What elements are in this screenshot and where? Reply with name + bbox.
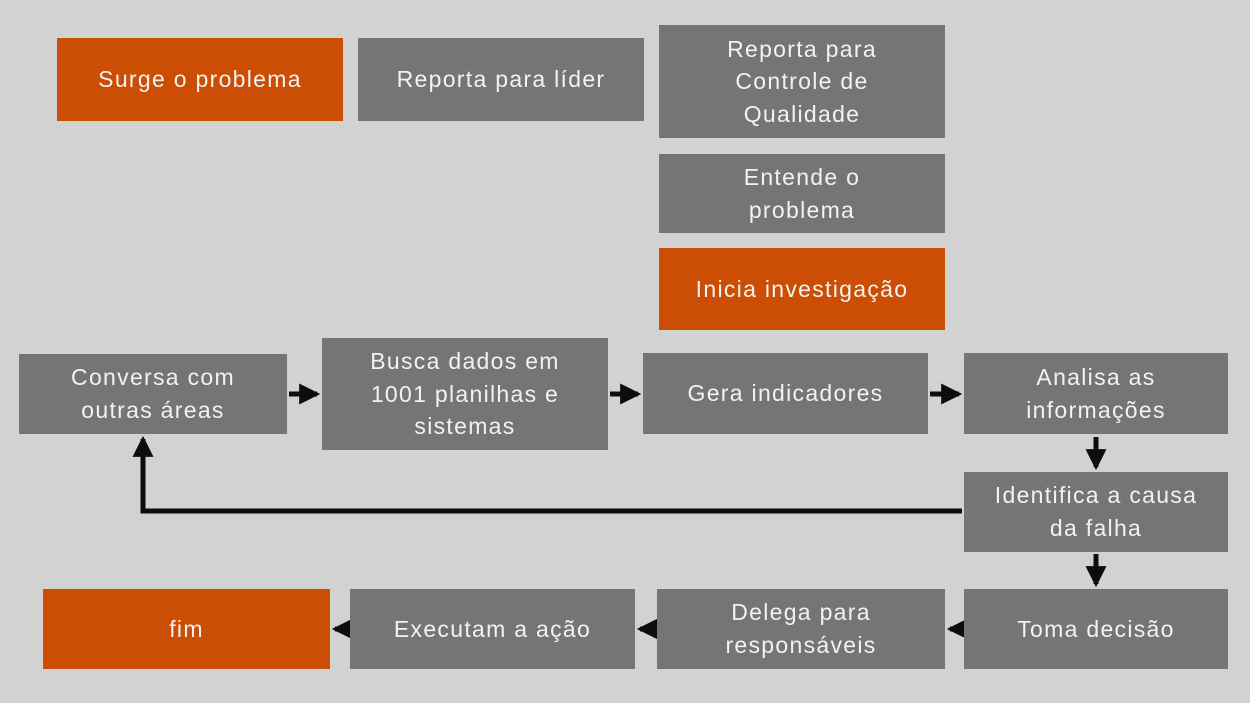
flow-node-surge-problema: Surge o problema — [57, 38, 343, 121]
flow-node-reporta-lider: Reporta para líder — [358, 38, 644, 121]
flow-node-busca-dados: Busca dados em 1001 planilhas e sistemas — [322, 338, 608, 450]
flow-node-delega-responsaveis: Delega para responsáveis — [657, 589, 945, 669]
flow-node-reporta-controle-qualidade: Reporta para Controle de Qualidade — [659, 25, 945, 138]
flow-node-executam-acao: Executam a ação — [350, 589, 635, 669]
flow-node-toma-decisao: Toma decisão — [964, 589, 1228, 669]
flow-node-inicia-investigacao: Inicia investigação — [659, 248, 945, 330]
flow-node-conversa-outras-areas: Conversa com outras áreas — [19, 354, 287, 434]
flow-node-gera-indicadores: Gera indicadores — [643, 353, 928, 434]
flow-node-fim: fim — [43, 589, 330, 669]
flow-node-identifica-causa: Identifica a causa da falha — [964, 472, 1228, 552]
flow-node-analisa-informacoes: Analisa as informações — [964, 353, 1228, 434]
flow-node-entende-problema: Entende o problema — [659, 154, 945, 233]
